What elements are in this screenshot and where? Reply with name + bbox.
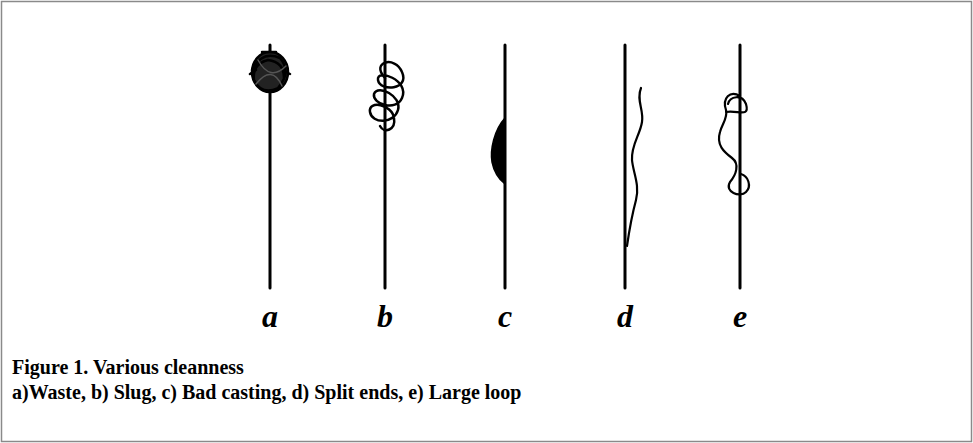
part-letter: c (498, 300, 512, 332)
yarn-strand (739, 45, 742, 288)
split-end-fibre (627, 88, 642, 246)
slug-loops (370, 62, 403, 130)
waste-knot (250, 52, 290, 92)
part-letter: a (262, 300, 278, 332)
caption-legend-line: a)Waste, b) Slug, c) Bad casting, d) Spl… (12, 380, 521, 404)
part-letter: d (617, 300, 633, 332)
yarn-strand (624, 45, 627, 288)
part-letter: b (377, 300, 393, 332)
large-loop (719, 94, 749, 194)
part-letter: e (733, 300, 747, 332)
yarn-strand (384, 45, 387, 288)
bad-casting-bulge (492, 118, 505, 184)
figure-caption: Figure 1. Various cleanness (12, 355, 244, 379)
